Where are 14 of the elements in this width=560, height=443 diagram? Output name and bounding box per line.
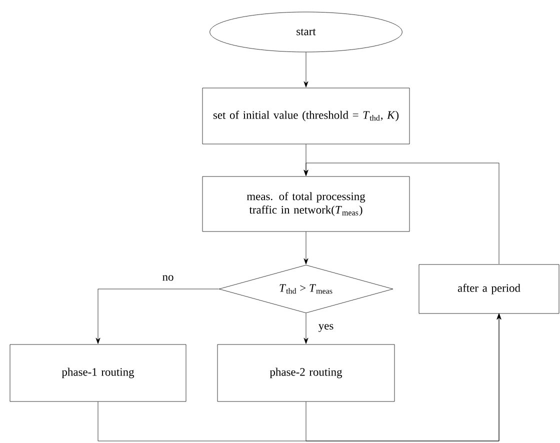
process-box: set of initial value (threshold = T$_{thd}$, K) (202, 88, 410, 144)
edge-label: no (162, 275, 174, 281)
arrow (304, 162, 500, 264)
arrow (304, 52, 308, 88)
edge-label: yes (318, 324, 334, 332)
start-oval: start (210, 12, 402, 52)
arrow (304, 313, 308, 344)
process-box: after a period (418, 264, 560, 314)
arrow (306, 313, 502, 442)
arrow (304, 232, 308, 264)
process-box: phase-1 routing (10, 344, 186, 402)
process-box: meas. of total processing traffic in network(T$_{meas}$) (202, 176, 410, 232)
arrow (96, 288, 219, 344)
process-box: phase-2 routing (217, 344, 395, 402)
